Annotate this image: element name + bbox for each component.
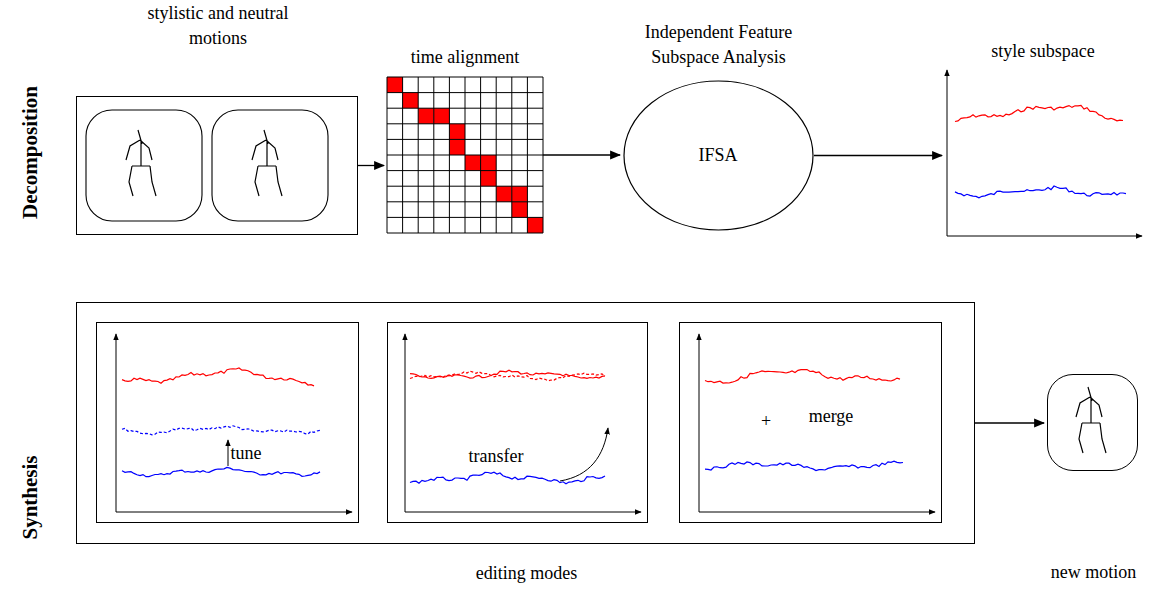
alignment-cell xyxy=(496,186,512,202)
node-label: merge xyxy=(809,404,854,429)
node-label: + xyxy=(761,409,771,434)
alignment-cell xyxy=(449,139,465,155)
node-heading: style subspace xyxy=(943,39,1143,64)
motion-curve xyxy=(122,467,320,476)
row-label: Decomposition xyxy=(18,86,43,219)
alignment-cell xyxy=(387,77,403,93)
stick-figure xyxy=(126,130,156,196)
node-label: IFSA xyxy=(698,143,737,168)
new-motion-box: new motion xyxy=(1047,374,1138,471)
plot-axis xyxy=(947,70,948,236)
motion-curve xyxy=(955,105,1123,121)
input-motions-box: stylistic and neutral motions xyxy=(76,96,358,235)
flow-arrow xyxy=(543,154,620,155)
alignment-cell xyxy=(481,155,497,171)
transfer-arrow xyxy=(560,428,608,481)
flow-arrow xyxy=(814,155,942,156)
panel-axis xyxy=(699,512,935,513)
flow-arrow xyxy=(975,422,1044,423)
ifsa-ellipse: Independent Feature Subspace AnalysisIFS… xyxy=(623,80,814,231)
motion-curve xyxy=(705,370,900,384)
alignment-cell xyxy=(512,186,528,202)
plot-axis xyxy=(947,236,1142,237)
motion-frame xyxy=(86,110,202,221)
alignment-cell xyxy=(512,202,528,218)
stick-figure xyxy=(252,130,282,196)
panel-axis xyxy=(405,334,406,512)
panel-axis xyxy=(116,512,352,513)
motion-curve xyxy=(122,368,314,386)
panel-axis xyxy=(405,512,641,513)
flow-arrow xyxy=(358,165,384,166)
tune-arrow xyxy=(228,440,229,466)
motion-curve xyxy=(122,426,320,435)
motion-frame xyxy=(212,110,328,221)
stick-figure xyxy=(1076,387,1106,453)
motion-curve xyxy=(955,186,1126,198)
alignment-cell xyxy=(449,124,465,140)
row-label: Synthesis xyxy=(18,455,43,539)
node-heading: Independent Feature Subspace Analysis xyxy=(619,20,819,70)
node-heading: new motion xyxy=(1034,560,1154,585)
node-heading: time alignment xyxy=(365,45,565,70)
motion-curve xyxy=(410,371,605,381)
motion-curve xyxy=(705,461,903,470)
grid-lines xyxy=(387,77,543,233)
node-label: transfer xyxy=(469,444,524,469)
alignment-cell xyxy=(434,108,450,124)
panel-axis xyxy=(699,334,700,512)
transfer-panel: transfer xyxy=(387,322,648,523)
node-label: tune xyxy=(231,441,262,466)
merge-panel: + merge xyxy=(679,322,942,523)
motion-curve xyxy=(410,472,605,484)
editing-modes-box: editing modestunetransfer+merge xyxy=(76,302,975,544)
panel-axis xyxy=(116,334,117,512)
alignment-cell xyxy=(403,93,419,109)
style-subspace-plot: style subspace xyxy=(945,70,1141,237)
alignment-cell xyxy=(481,171,497,187)
alignment-cell xyxy=(418,108,434,124)
alignment-cell xyxy=(465,155,481,171)
alignment-cell xyxy=(527,217,543,233)
node-heading: editing modes xyxy=(427,561,627,586)
alignment-grid: time alignment xyxy=(387,77,543,233)
tune-panel: tune xyxy=(96,322,359,523)
motion-curve xyxy=(410,370,605,378)
node-heading: stylistic and neutral motions xyxy=(123,1,313,51)
